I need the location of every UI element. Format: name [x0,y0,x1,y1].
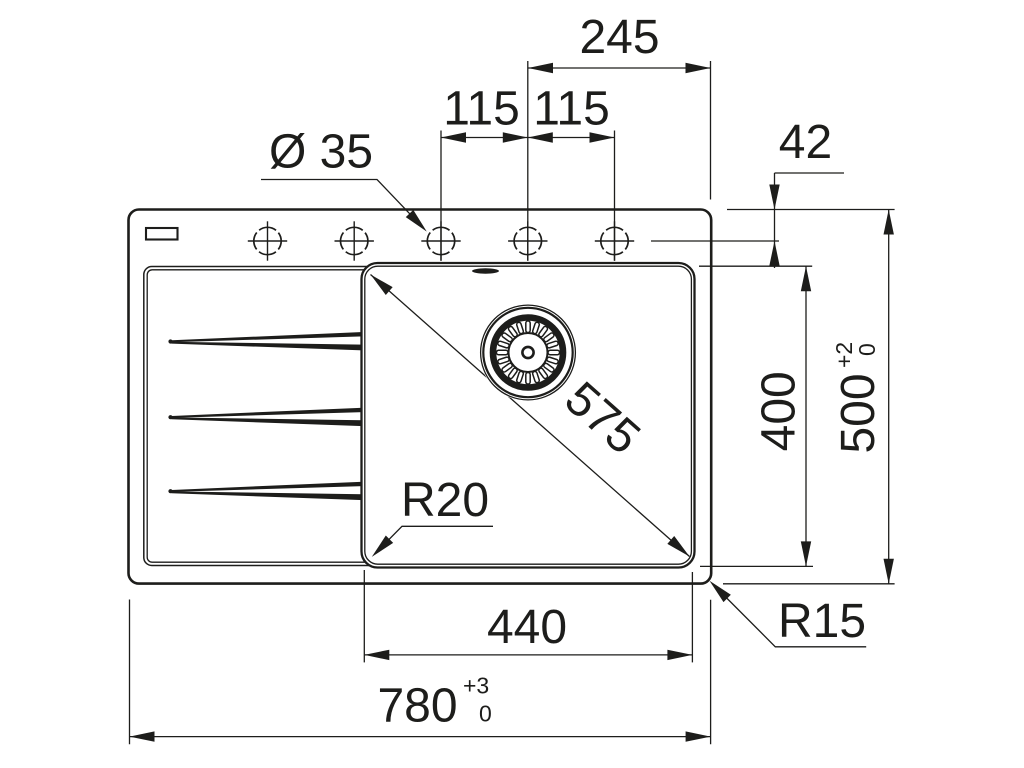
dim-bowl-diagonal [367,270,693,561]
dim-hole-diameter-label: Ø 35 [269,126,373,179]
dim-r20-label: R20 [401,474,489,527]
drain-groove-3 [168,481,363,501]
drainboard [143,265,381,567]
dim-115-right-label: 115 [533,83,610,136]
dim-500: 500 +2 0 [723,209,895,585]
bowl-inner-rim [364,265,693,565]
dim-115-left: 115 [440,83,616,261]
dim-780: 780 +3 0 [128,599,712,745]
dim-r15: R15 [705,577,867,648]
dim-780-tol-upper: +3 [463,673,489,699]
dim-r15-label: R15 [778,595,866,648]
sink-outer-outline [127,208,713,585]
dim-440-label: 440 [487,601,567,654]
drain-outer-ring-2 [479,304,577,401]
dim-780-tol-lower: 0 [479,701,492,727]
dim-r20: R20 [368,474,493,561]
tap-hole-1 [246,220,289,262]
dim-42-label: 42 [779,116,832,169]
sink-bowl [360,261,696,569]
drain-strainer [479,303,577,402]
drain-groove-2 [168,407,363,427]
overflow-slot [472,268,499,274]
dim-440: 440 [363,570,694,663]
sink-body [127,208,713,585]
dim-hole-diameter: Ø 35 [261,126,431,236]
dim-245-label: 245 [579,11,659,64]
dim-500-tol-lower: 0 [854,343,880,356]
dim-115-right: 115 [527,83,615,143]
dim-42: 42 [651,116,895,268]
tap-hole-2 [333,220,375,262]
dim-780-label: 780 [377,680,457,733]
front-edge-marking [144,226,179,241]
drain-groove-1 [168,332,363,351]
dim-400-label: 400 [753,371,806,451]
dim-500-label: 500 [832,373,885,453]
dim-245: 245 [527,11,712,261]
dim-115-left-label: 115 [443,83,520,136]
drain-outer-ring-1 [482,306,574,399]
drain-flange-ring [489,314,567,391]
dim-500-tol-upper: +2 [831,342,857,368]
drain-center-hole [521,345,535,360]
bowl-outer-rim [360,261,696,569]
dim-400: 400 [699,265,813,568]
